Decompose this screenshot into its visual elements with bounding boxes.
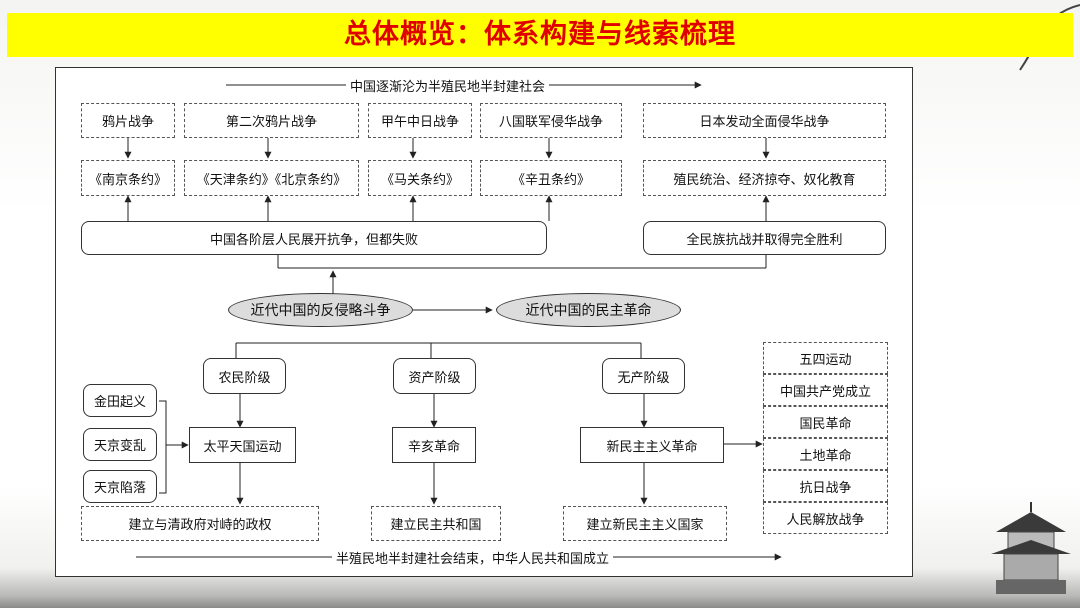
event-tianjing-incident-box: 天京变乱: [83, 428, 157, 461]
movement-new-democratic-box: 新民主主义革命: [580, 427, 724, 463]
war-box-eight-nation: 八国联军侵华战争: [480, 103, 622, 138]
class-peasant-box: 农民阶级: [203, 358, 286, 394]
treaty-box-boxer: 《辛丑条约》: [480, 160, 622, 196]
bottom-trend-label: 半殖民地半封建社会结束，中华人民共和国成立: [332, 548, 613, 567]
colonial-rule-box: 殖民统治、经济掠夺、奴化教育: [643, 160, 886, 196]
event-jintian-box: 金田起义: [83, 384, 157, 417]
class-proletariat-box: 无产阶级: [602, 358, 685, 394]
movement-xinhai-box: 辛亥革命: [392, 427, 476, 463]
war-box-second-opium: 第二次鸦片战争: [184, 103, 359, 138]
resistance-victory-box: 全民族抗战并取得完全胜利: [643, 221, 886, 255]
phase-liberation-war-box: 人民解放战争: [763, 502, 888, 534]
treaty-box-shimonoseki: 《马关条约》: [368, 160, 472, 196]
treaty-box-nanjing: 《南京条约》: [81, 160, 175, 196]
phase-land-revolution-box: 土地革命: [763, 438, 888, 470]
war-box-sino-japanese: 甲午中日战争: [368, 103, 472, 138]
treaty-box-tianjin-beijing: 《天津条约》《北京条约》: [184, 160, 359, 196]
top-trend-label: 中国逐渐沦为半殖民地半封建社会: [346, 76, 549, 95]
class-bourgeois-box: 资产阶级: [393, 358, 476, 394]
ellipse-democratic-revolution: 近代中国的民主革命: [496, 293, 681, 327]
page-title: 总体概览：体系构建与线索梳理: [7, 13, 1073, 57]
pavilion-decoration-icon: [986, 492, 1076, 602]
phase-national-revolution-box: 国民革命: [763, 406, 888, 438]
phase-may-fourth-box: 五四运动: [763, 342, 888, 374]
resistance-failed-box: 中国各阶层人民展开抗争，但都失败: [81, 221, 547, 255]
result-new-democratic-state-box: 建立新民主主义国家: [563, 506, 727, 541]
event-tianjing-fall-box: 天京陷落: [83, 470, 157, 503]
phase-ccp-founding-box: 中国共产党成立: [763, 374, 888, 406]
phase-anti-japanese-war-box: 抗日战争: [763, 470, 888, 502]
result-republic-box: 建立民主共和国: [371, 506, 501, 541]
result-taiping-regime-box: 建立与清政府对峙的政权: [81, 506, 319, 541]
movement-taiping-box: 太平天国运动: [189, 427, 296, 463]
war-box-opium: 鸦片战争: [81, 103, 175, 138]
ellipse-anti-aggression: 近代中国的反侵略斗争: [228, 293, 413, 327]
war-box-japanese-invasion: 日本发动全面侵华战争: [643, 103, 886, 138]
title-bar: 总体概览：体系构建与线索梳理: [7, 13, 1073, 57]
